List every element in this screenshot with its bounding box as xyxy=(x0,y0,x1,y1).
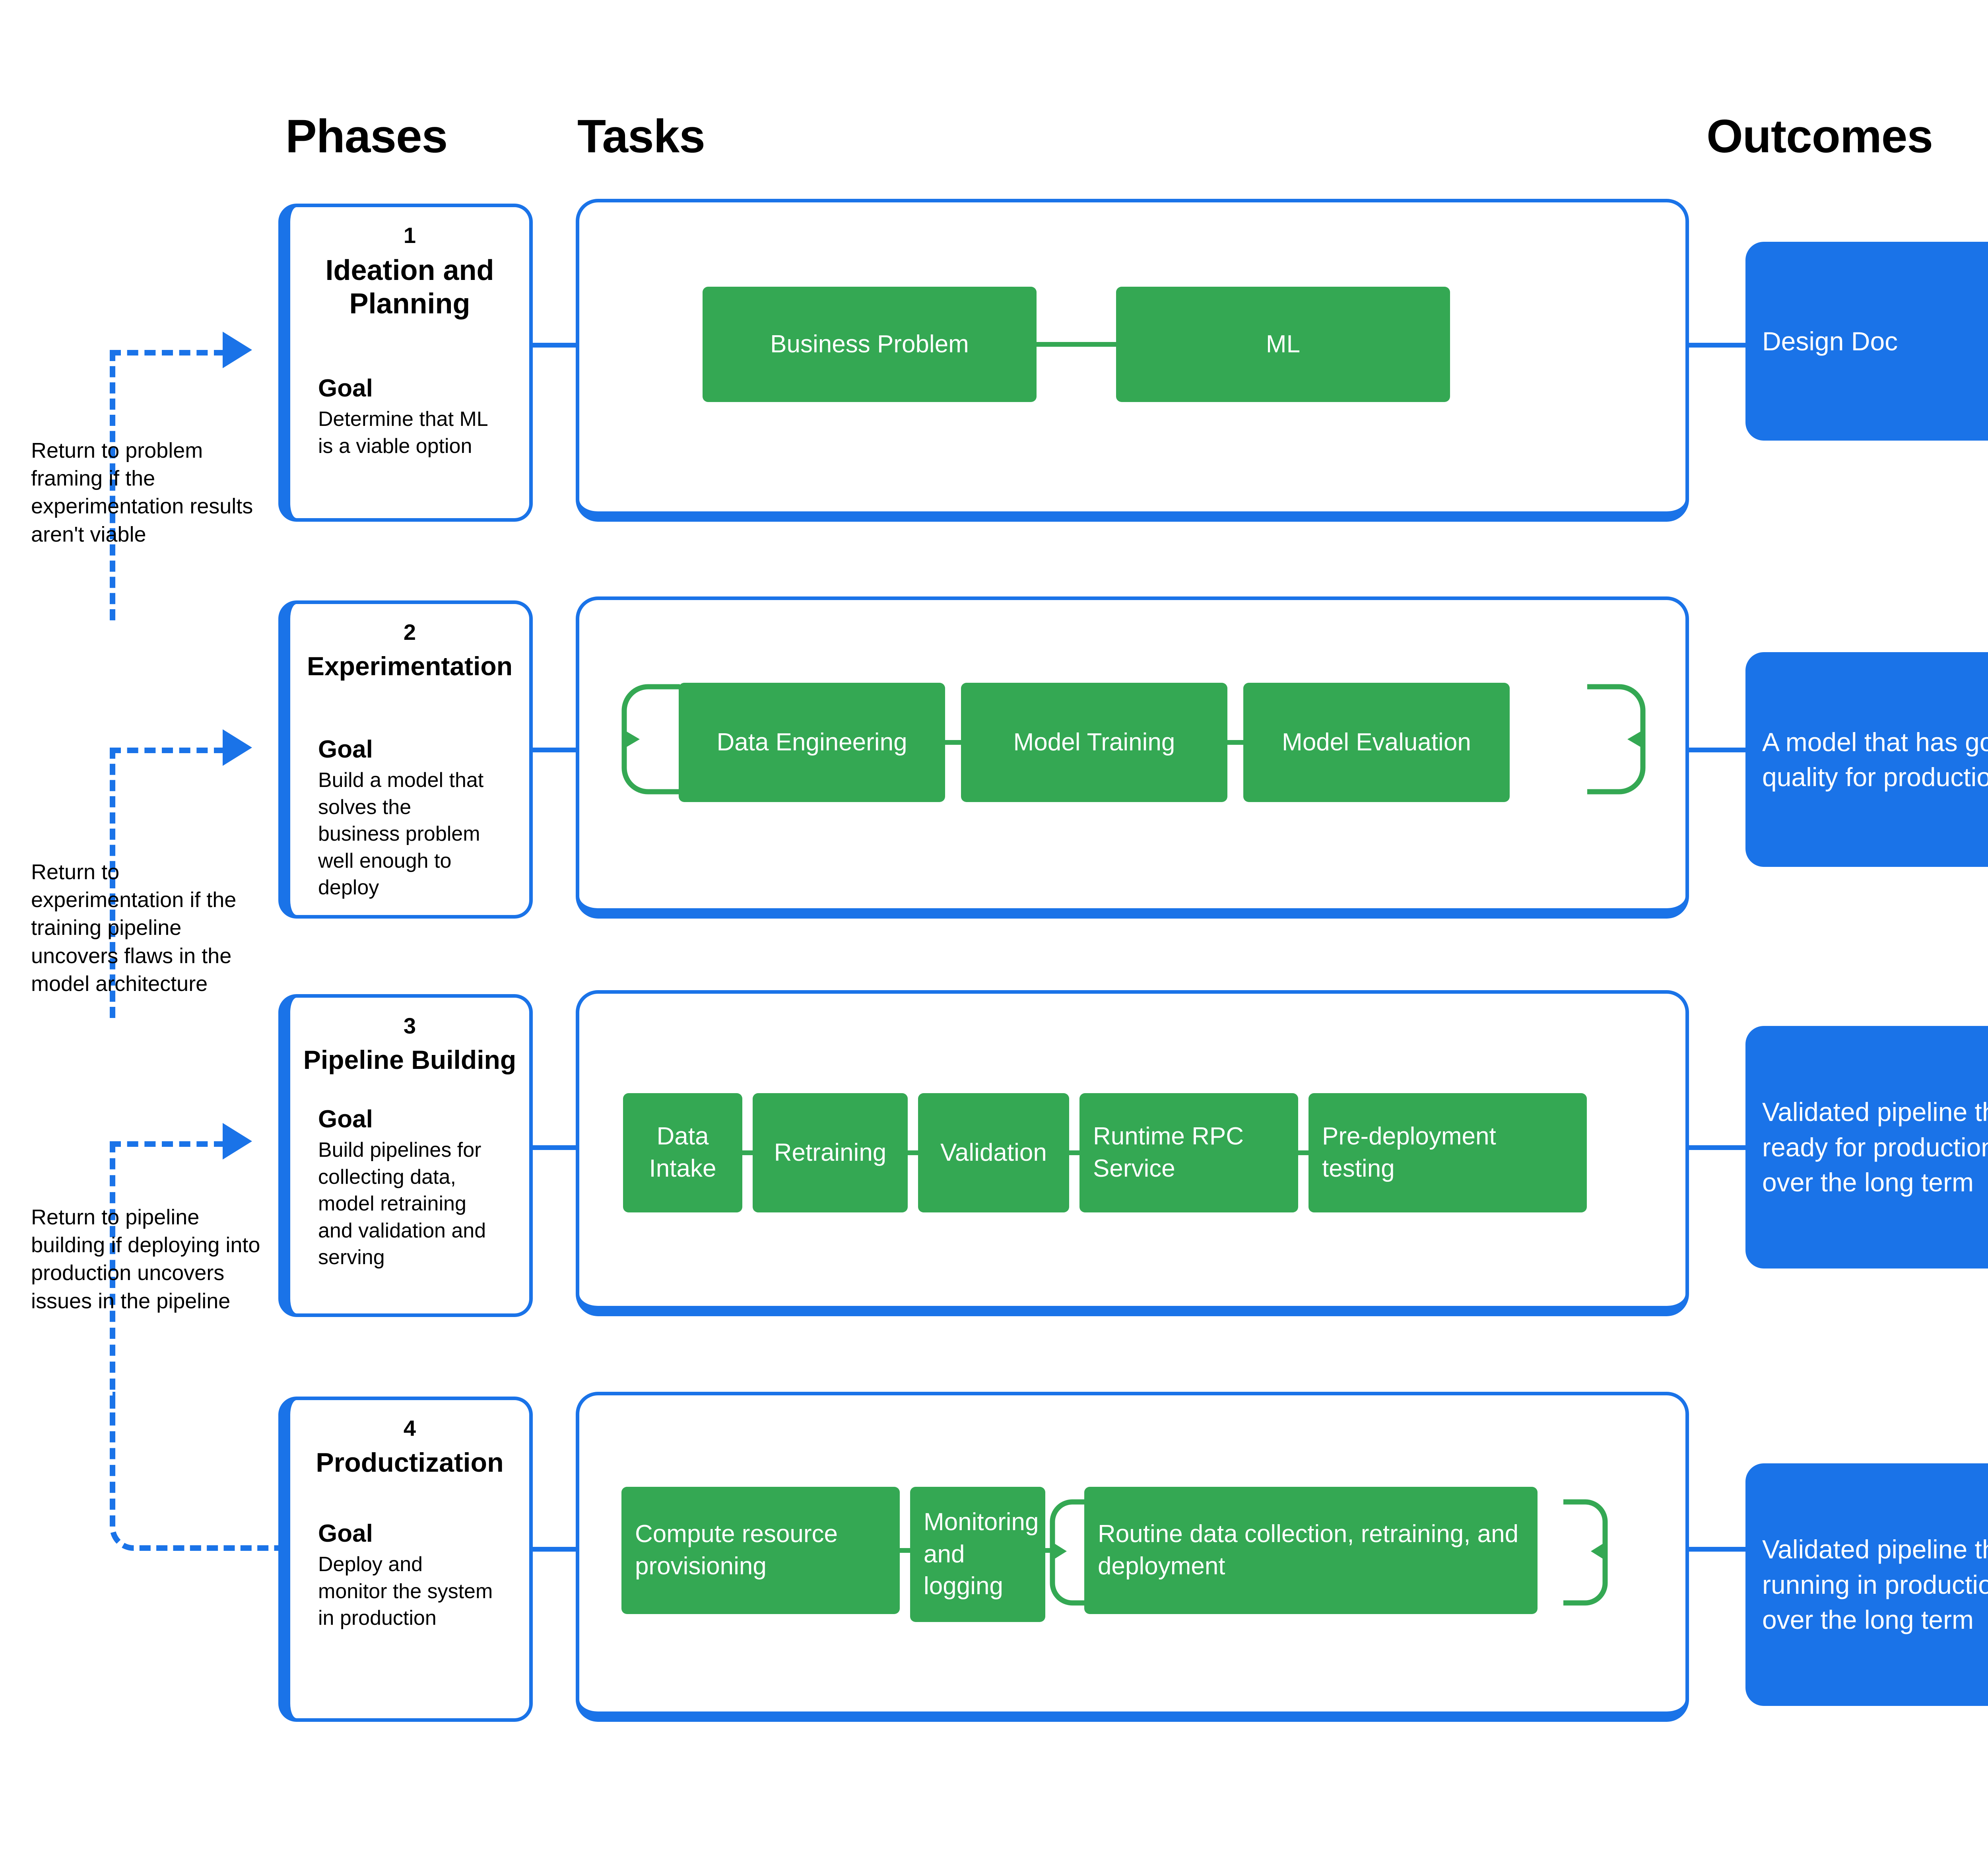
phase-card-3[interactable]: 3 Pipeline Building Goal Build pipelines… xyxy=(278,994,533,1317)
task-connector-3-4 xyxy=(1298,1150,1309,1155)
task-chip-compute-resource-provisioning[interactable]: Compute resource provisioning xyxy=(621,1487,900,1614)
task-chip-model-training[interactable]: Model Training xyxy=(961,683,1227,802)
phase-goal-text-2: Build a model that solves the business p… xyxy=(318,769,484,899)
phase-goal-text-1: Determine that ML is a viable option xyxy=(318,408,487,458)
phase-title-3: Pipeline Building xyxy=(303,1045,516,1074)
phase-title-1: Ideation and Planning xyxy=(325,254,494,320)
task-chip-ml[interactable]: ML xyxy=(1116,287,1450,402)
phase-number-2: 2 xyxy=(403,620,416,645)
column-heading-phases: Phases xyxy=(285,110,448,163)
connector-tasks4-outcome xyxy=(1686,1547,1745,1552)
task-chip-data-intake[interactable]: Data Intake xyxy=(623,1093,742,1212)
task-connector-3-1 xyxy=(742,1150,753,1155)
phase-goal-label-1: Goal xyxy=(318,375,373,402)
task-connector-4-1 xyxy=(900,1548,910,1553)
phase-card-4[interactable]: 4 Productization Goal Deploy and monitor… xyxy=(278,1397,533,1722)
connector-phase3-tasks xyxy=(533,1145,577,1150)
task-container-4: Compute resource provisioning Monitoring… xyxy=(576,1392,1689,1722)
feedback-path-2-vertical xyxy=(110,748,115,1018)
phase-goal-label-4: Goal xyxy=(318,1520,373,1547)
feedback-path-3-horizontal xyxy=(110,1141,225,1147)
column-heading-outcomes: Outcomes xyxy=(1706,110,1933,163)
feedback-path-3-vertical xyxy=(110,1141,115,1424)
task-connector-1-1 xyxy=(1037,342,1116,347)
loop-arc-left-row4 xyxy=(1050,1499,1094,1606)
phase-card-1[interactable]: 1 Ideation and Planning Goal Determine t… xyxy=(278,204,533,522)
task-connector-2-1 xyxy=(945,740,961,745)
task-chip-runtime-rpc-service[interactable]: Runtime RPC Service xyxy=(1079,1093,1298,1212)
task-connector-3-3 xyxy=(1069,1150,1079,1155)
phase-number-3: 3 xyxy=(403,1013,416,1038)
task-container-3: Data Intake Retraining Validation Runtim… xyxy=(576,990,1689,1316)
phase-card-2[interactable]: 2 Experimentation Goal Build a model tha… xyxy=(278,600,533,919)
loop-arc-right-row2 xyxy=(1587,684,1646,795)
loop-arc-right-row4 xyxy=(1563,1499,1608,1606)
outcome-box-4[interactable]: Validated pipeline that's running in pro… xyxy=(1745,1463,1988,1706)
task-container-1: Business Problem ML xyxy=(576,199,1689,522)
feedback-note-3: Return to pipeline building if deploying… xyxy=(31,1205,260,1313)
phase-number-4: 4 xyxy=(403,1416,416,1441)
feedback-path-1-vertical xyxy=(110,350,115,620)
phase-goal-text-3: Build pipelines for collecting data, mod… xyxy=(318,1138,486,1269)
task-chip-validation[interactable]: Validation xyxy=(918,1093,1069,1212)
feedback-path-4-corner xyxy=(110,1392,281,1551)
phase-number-1: 1 xyxy=(403,223,416,248)
outcome-box-1[interactable]: Design Doc xyxy=(1745,242,1988,441)
feedback-path-1-horizontal xyxy=(110,350,225,355)
connector-phase4-tasks xyxy=(533,1547,577,1552)
task-container-2: Data Engineering Model Training Model Ev… xyxy=(576,596,1689,919)
task-chip-retraining[interactable]: Retraining xyxy=(753,1093,908,1212)
connector-tasks2-outcome xyxy=(1686,748,1745,752)
task-connector-2-2 xyxy=(1227,740,1243,745)
task-chip-monitoring-and-logging[interactable]: Monitoring and logging xyxy=(910,1487,1045,1622)
phase-title-2: Experimentation xyxy=(307,651,513,681)
feedback-arrow-3 xyxy=(223,1123,252,1160)
connector-tasks1-outcome xyxy=(1686,343,1745,348)
task-connector-3-2 xyxy=(908,1150,918,1155)
feedback-path-2-horizontal xyxy=(110,748,225,753)
loop-arc-left-row2 xyxy=(621,684,680,795)
task-chip-pre-deployment-testing[interactable]: Pre-deployment testing xyxy=(1309,1093,1587,1212)
phase-goal-label-3: Goal xyxy=(318,1105,373,1133)
feedback-note-2: Return to experimentation if the trainin… xyxy=(31,860,237,996)
connector-tasks3-outcome xyxy=(1686,1145,1745,1150)
column-heading-tasks: Tasks xyxy=(577,110,705,163)
phase-goal-label-2: Goal xyxy=(318,736,373,763)
task-chip-business-problem[interactable]: Business Problem xyxy=(703,287,1037,402)
task-chip-model-evaluation[interactable]: Model Evaluation xyxy=(1243,683,1510,802)
task-chip-routine-data-collection[interactable]: Routine data collection, retraining, and… xyxy=(1084,1487,1538,1614)
phase-title-4: Productization xyxy=(316,1447,504,1478)
feedback-arrow-1 xyxy=(223,332,252,368)
phase-goal-text-4: Deploy and monitor the system in product… xyxy=(318,1553,493,1630)
connector-phase2-tasks xyxy=(533,748,577,752)
connector-phase1-tasks xyxy=(533,343,577,348)
feedback-note-1: Return to problem framing if the experim… xyxy=(31,439,253,546)
feedback-arrow-2 xyxy=(223,729,252,766)
task-chip-data-engineering[interactable]: Data Engineering xyxy=(679,683,945,802)
outcome-box-2[interactable]: A model that has good quality for produc… xyxy=(1745,652,1988,867)
outcome-box-3[interactable]: Validated pipeline that's ready for prod… xyxy=(1745,1026,1988,1269)
